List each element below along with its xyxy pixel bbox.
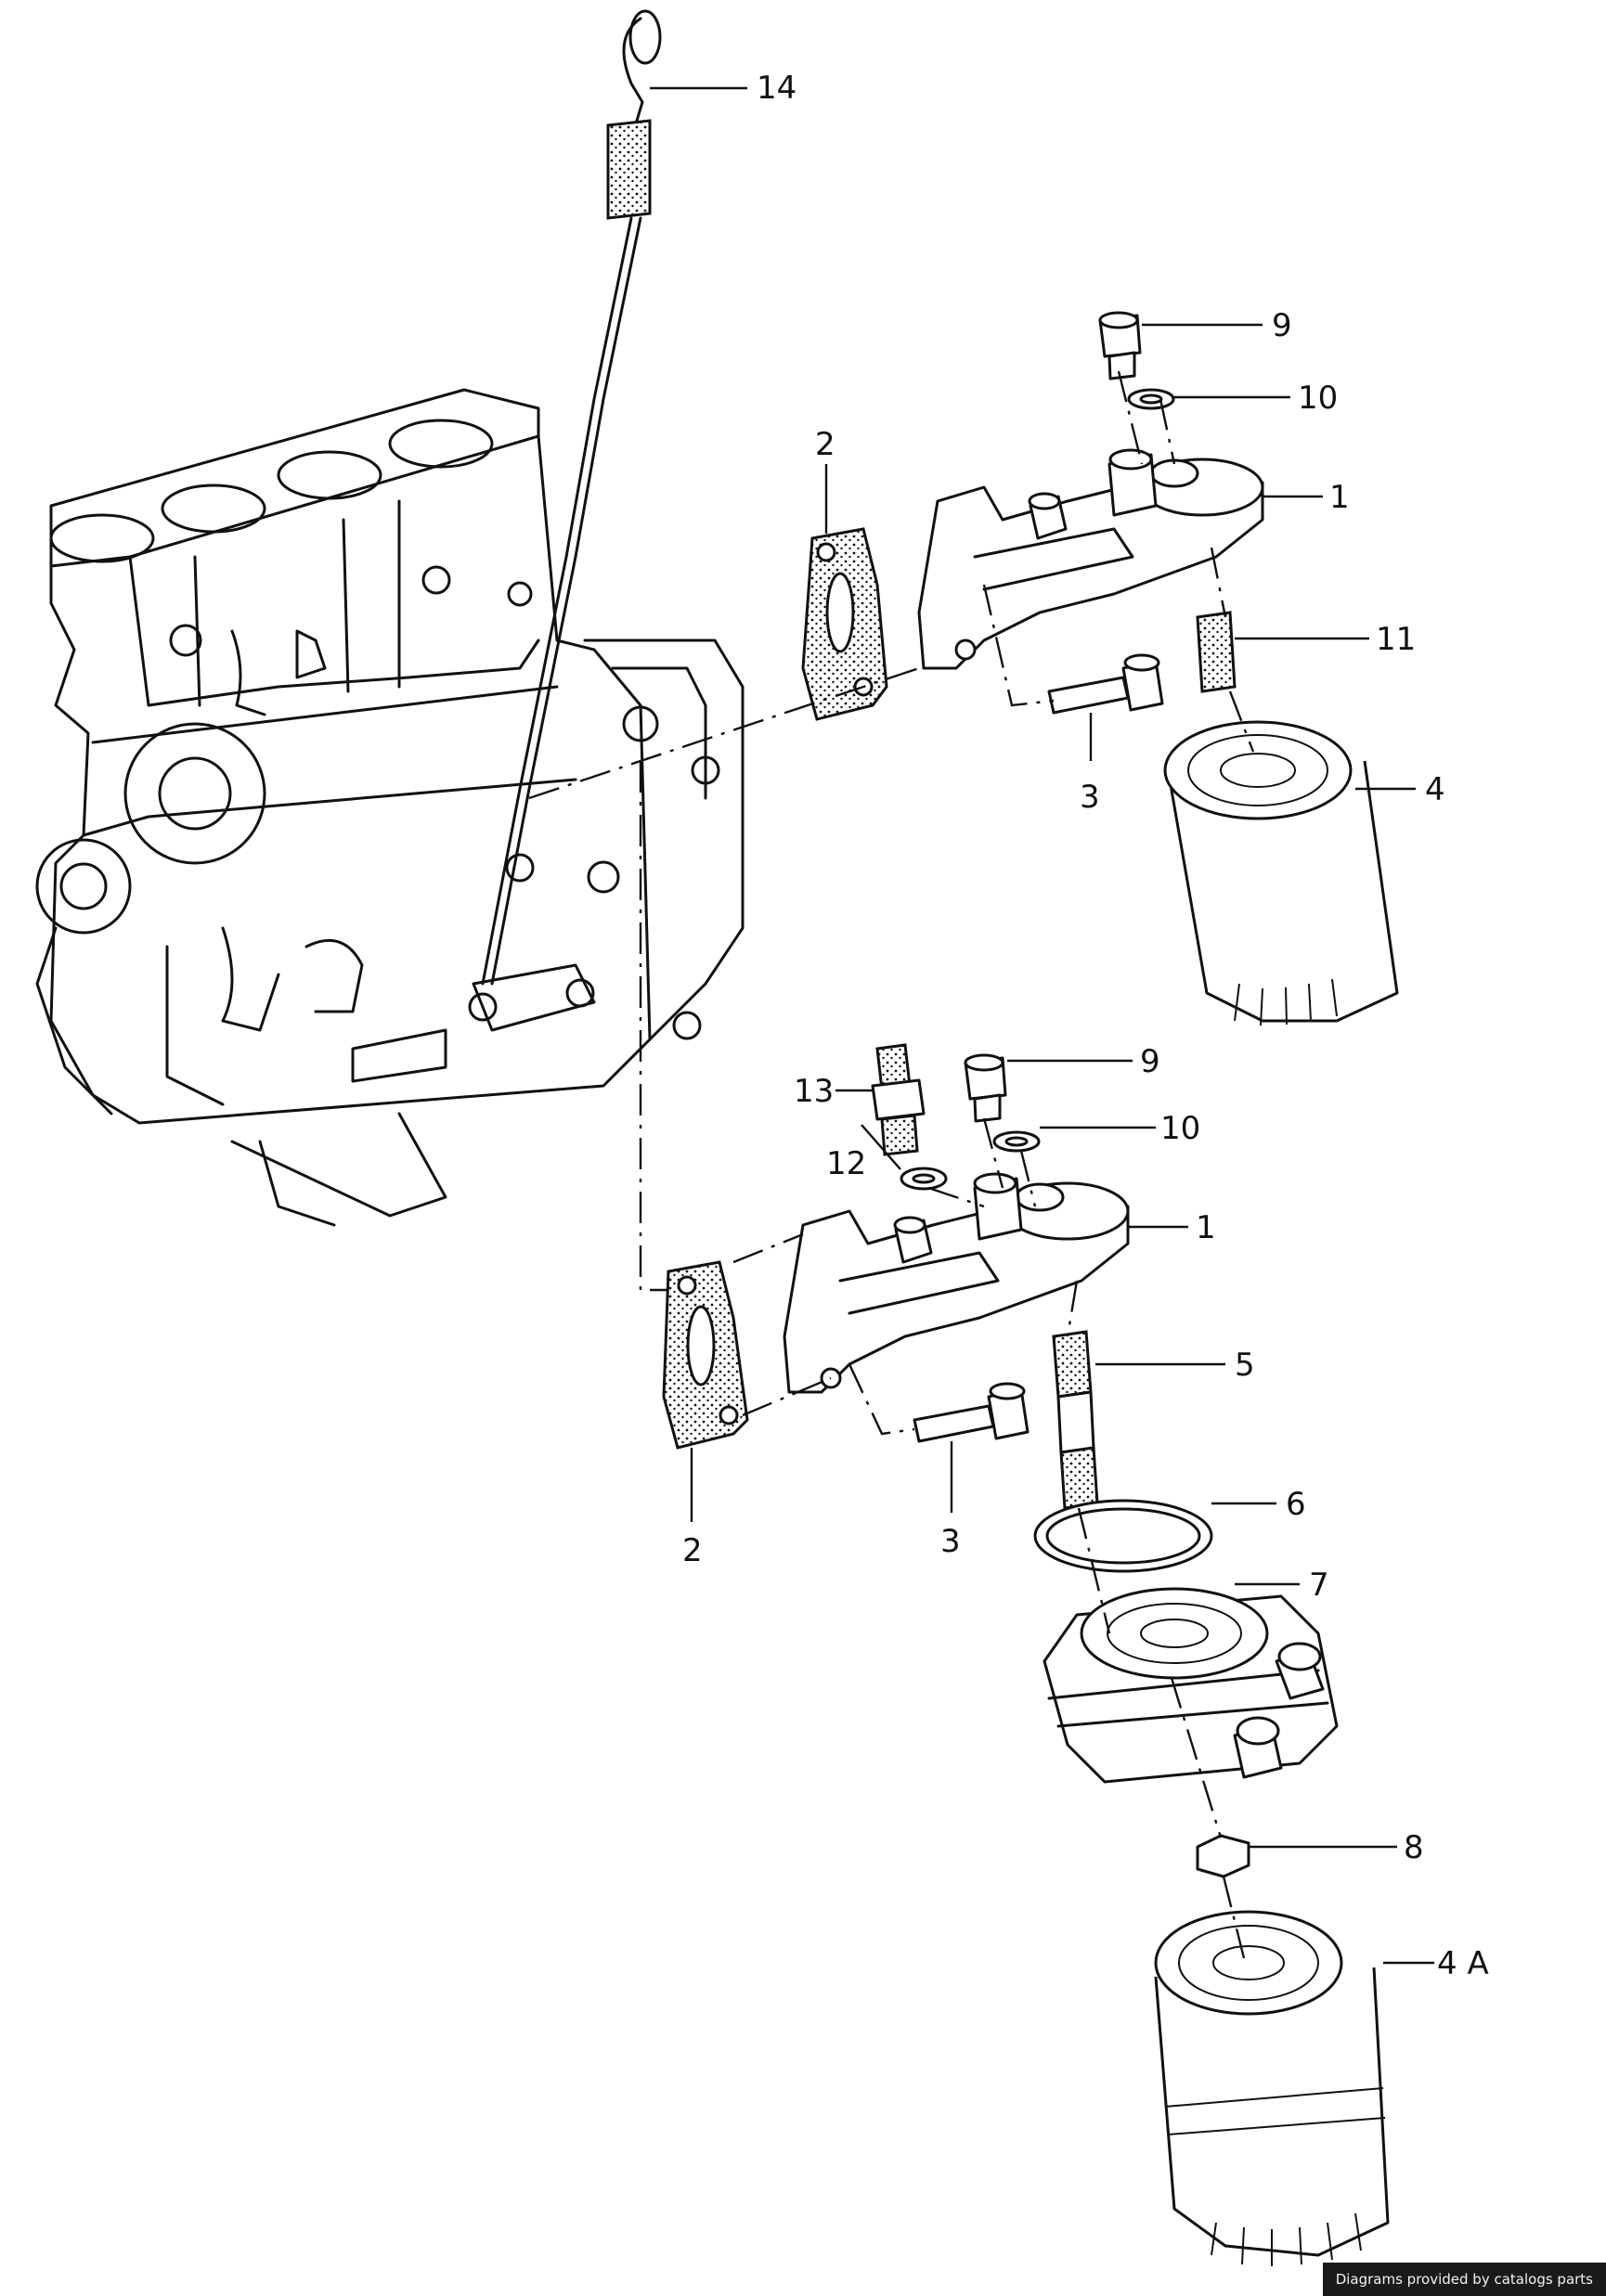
callout-3-lower: 3 — [940, 1523, 961, 1560]
callout-14: 14 — [757, 70, 797, 107]
assembly-axes — [528, 370, 1255, 1959]
callout-10-upper: 10 — [1298, 380, 1338, 417]
callout-1-lower: 1 — [1196, 1209, 1216, 1246]
dipstick — [481, 9, 662, 986]
callout-1-upper: 1 — [1329, 479, 1350, 516]
callout-9-lower: 9 — [1140, 1043, 1160, 1080]
callout-4: 4 — [1425, 771, 1445, 808]
callout-12: 12 — [826, 1145, 866, 1182]
callout-8: 8 — [1404, 1829, 1424, 1866]
callout-2-lower: 2 — [682, 1532, 703, 1569]
leader-lines — [650, 86, 1434, 1965]
lower-filter-bracket — [662, 1043, 1390, 2266]
upper-filter-bracket — [801, 311, 1399, 1026]
credit-footer: Diagrams provided by catalogs parts — [1322, 2263, 1606, 2296]
callout-3-upper: 3 — [1080, 779, 1100, 816]
callout-11: 11 — [1376, 621, 1416, 658]
callout-10-lower: 10 — [1160, 1110, 1200, 1147]
callout-6: 6 — [1286, 1486, 1306, 1523]
engine-block — [35, 388, 745, 1227]
callout-2-upper: 2 — [815, 426, 835, 463]
callout-5: 5 — [1235, 1347, 1255, 1384]
callout-13: 13 — [794, 1073, 834, 1110]
callout-9-upper: 9 — [1272, 307, 1292, 344]
callout-4a: 4 A — [1437, 1945, 1489, 1982]
callout-labels: 14 9 10 1 2 11 3 4 9 13 10 12 1 5 2 3 6 … — [682, 70, 1489, 1982]
callout-7: 7 — [1309, 1567, 1329, 1604]
